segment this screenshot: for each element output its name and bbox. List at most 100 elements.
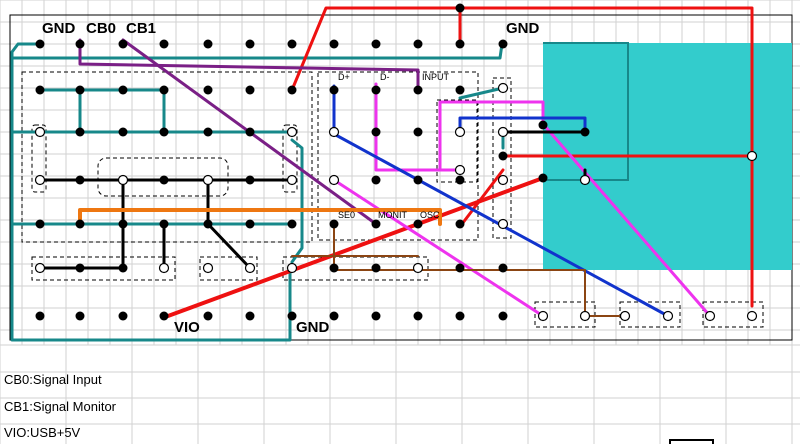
solder-dot <box>371 39 381 49</box>
solder-dot <box>498 263 508 273</box>
solder-dot <box>371 127 381 137</box>
solder-dot <box>329 311 339 321</box>
pad-ring <box>497 82 509 94</box>
solder-dot <box>75 219 85 229</box>
solder-dot <box>159 311 169 321</box>
pad-ring <box>662 310 674 322</box>
orange-wire <box>78 208 442 226</box>
magenta-wire-loop <box>438 100 545 170</box>
right-connector-outline <box>282 124 298 193</box>
component-outlines <box>21 71 764 328</box>
pad-ring <box>286 174 298 186</box>
solder-dot <box>329 219 339 229</box>
magenta-wire-right <box>541 122 712 318</box>
pad-ring <box>579 310 591 322</box>
left-module-outline <box>21 71 313 243</box>
solder-dot <box>159 127 169 137</box>
left-connector-outline <box>31 124 47 193</box>
red-wire-vio <box>166 176 545 318</box>
solder-dot <box>75 311 85 321</box>
solder-dot <box>35 85 45 95</box>
pad-ring <box>286 262 298 274</box>
component-pads <box>34 82 758 322</box>
solder-dot <box>371 311 381 321</box>
pad-ring <box>454 126 466 138</box>
teal-wire-gnd-rail <box>10 42 504 60</box>
magenta-wire-dminus <box>374 82 462 172</box>
pad-ring <box>704 310 716 322</box>
bottom-part-a <box>534 301 596 328</box>
solder-dot <box>455 219 465 229</box>
pad-ring <box>619 310 631 322</box>
solder-dot <box>118 39 128 49</box>
pad-ring <box>158 262 170 274</box>
solder-dot <box>159 85 169 95</box>
label-gnd-top-right: GND <box>506 20 540 37</box>
solder-dot <box>580 127 590 137</box>
teal-wire-top <box>10 42 292 342</box>
blue-wire-top <box>458 116 587 136</box>
solder-dot <box>75 263 85 273</box>
legend-cb1: CB1:Signal Monitor <box>4 399 117 414</box>
solder-dot <box>75 39 85 49</box>
pin-label-dplus: D+ <box>338 72 350 82</box>
pad-ring <box>286 126 298 138</box>
legend-cb0: CB0:Signal Input <box>4 372 102 387</box>
pad-ring <box>454 164 466 176</box>
solder-dot <box>413 219 423 229</box>
vertical-connector-outline <box>492 77 512 239</box>
label-cb0: CB0 <box>86 20 116 37</box>
solder-dot <box>287 85 297 95</box>
solder-dot <box>329 263 339 273</box>
legend: CB0:Signal Input CB1:Signal Monitor VIO:… <box>4 372 117 440</box>
pad-ring <box>202 262 214 274</box>
pad-ring <box>34 262 46 274</box>
solder-dot <box>538 173 548 183</box>
pad-ring <box>497 126 509 138</box>
solder-dot <box>498 151 508 161</box>
solder-dot <box>371 85 381 95</box>
solder-dot <box>455 175 465 185</box>
teal-wire-row-c <box>38 88 166 134</box>
solder-dot <box>371 263 381 273</box>
resistor-pair-c <box>282 256 429 281</box>
solder-dot <box>75 127 85 137</box>
solder-dot <box>118 219 128 229</box>
solder-dot <box>413 127 423 137</box>
brown-wire-se0 <box>333 223 626 317</box>
pin-label-osc: OSC <box>420 210 440 220</box>
solder-dot <box>413 311 423 321</box>
solder-dot <box>455 263 465 273</box>
solder-dot <box>75 85 85 95</box>
pad-ring <box>244 262 256 274</box>
solder-dot <box>245 219 255 229</box>
solder-dot <box>75 175 85 185</box>
solder-dot <box>159 219 169 229</box>
solder-dot <box>203 311 213 321</box>
chip-pin-labels: D+ D- INPUT SE0 MONIT OSC <box>338 72 450 220</box>
bottom-part-b <box>619 301 681 328</box>
wires <box>10 6 754 342</box>
purple-wire-cb0 <box>78 38 420 92</box>
legend-background <box>0 345 800 444</box>
pad-ring <box>497 174 509 186</box>
label-cb1: CB1 <box>126 20 156 37</box>
solder-dot <box>245 127 255 137</box>
solder-dot <box>329 39 339 49</box>
solder-dot <box>245 39 255 49</box>
label-gnd-bottom: GND <box>296 319 330 336</box>
board-labels: GND CB0 CB1 GND VIO GND <box>42 20 540 336</box>
pad-ring <box>117 174 129 186</box>
solder-dot <box>455 85 465 95</box>
legend-vio: VIO:USB+5V <box>4 425 81 440</box>
solder-dot <box>455 311 465 321</box>
pad-ring <box>328 174 340 186</box>
label-vio: VIO <box>174 319 200 336</box>
solder-dot <box>538 120 548 130</box>
legend-grid <box>0 344 800 444</box>
solder-dot <box>118 85 128 95</box>
pad-ring <box>746 150 758 162</box>
solder-dot <box>245 175 255 185</box>
solder-dot <box>498 311 508 321</box>
